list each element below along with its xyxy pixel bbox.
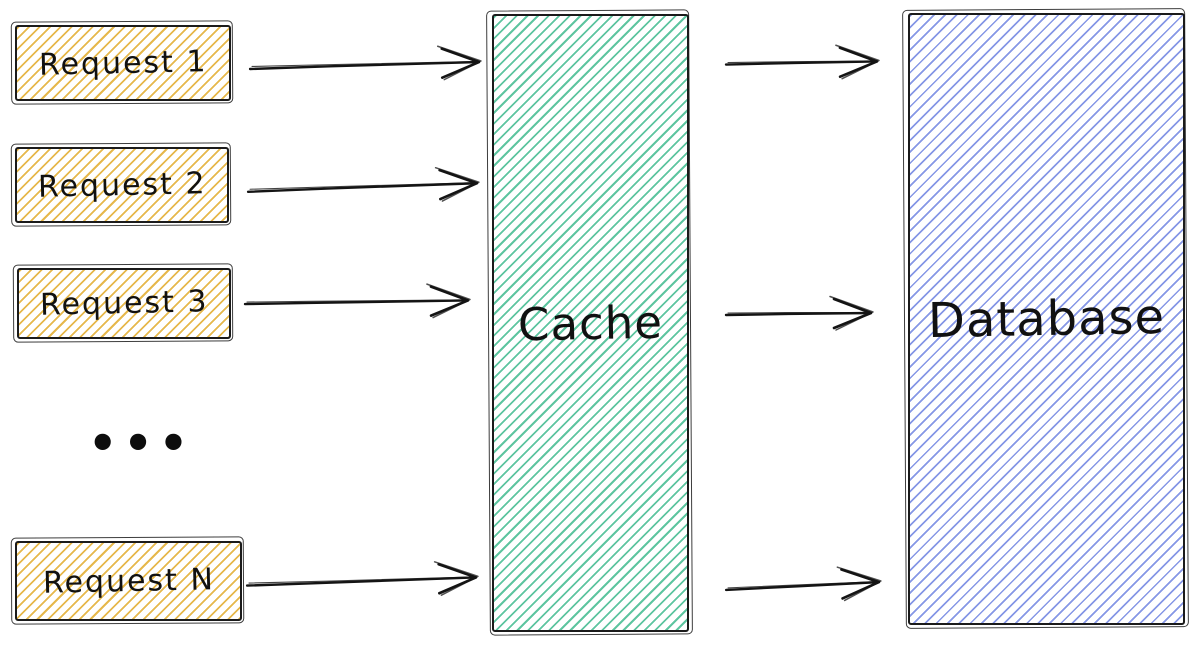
cache-label: Cache [517, 295, 664, 351]
request-1-label: Request 1 [38, 43, 208, 83]
arrow-cache-to-database-top [724, 44, 880, 80]
arrow-shaft-sketch [251, 61, 475, 68]
arrow-head-sketch [433, 561, 479, 596]
arrow-shaft-sketch [727, 60, 873, 64]
request-3-label: Request 3 [39, 284, 209, 323]
database-label: Database [927, 288, 1166, 350]
request-n-box: Request N [15, 541, 242, 621]
arrow-cache-to-database-bottom [724, 566, 882, 602]
arrow-head-sketch [426, 283, 471, 319]
arrow-head-sketch [434, 166, 480, 202]
arrow-head-sketch [835, 44, 880, 80]
arrow-shaft [724, 311, 872, 317]
request-1-box: Request 1 [15, 25, 231, 101]
ellipsis-dots: ••• [88, 416, 195, 470]
arrow-shaft [724, 60, 878, 66]
arrow-shaft [243, 299, 469, 306]
arrow-shaft [246, 182, 478, 194]
arrow-head-sketch [836, 566, 882, 602]
arrow-shaft-sketch [727, 581, 875, 589]
arrow-cache-to-database-middle [724, 295, 874, 331]
arrow-shaft [724, 580, 880, 592]
request-2-label: Request 2 [37, 165, 207, 205]
database-box: Database [908, 13, 1185, 625]
arrow-shaft-sketch [246, 299, 464, 303]
cache-box: Cache [492, 14, 689, 632]
arrow-shaft [245, 576, 477, 587]
arrow-shaft [248, 60, 480, 71]
arrow-shaft-sketch [727, 311, 867, 314]
arrow-shaft-sketch [248, 576, 472, 584]
request-3-box: Request 3 [17, 268, 231, 339]
arrow-head-sketch [829, 295, 874, 331]
arrow-request2-to-cache [246, 166, 480, 202]
arrow-request3-to-cache [243, 283, 471, 319]
arrow-request1-to-cache [248, 45, 482, 81]
request-2-box: Request 2 [15, 147, 229, 223]
arrow-shaft-sketch [249, 182, 473, 190]
request-n-label: Request N [42, 561, 215, 601]
arrow-head-sketch [436, 45, 482, 81]
arrow-requestN-to-cache [245, 561, 479, 596]
